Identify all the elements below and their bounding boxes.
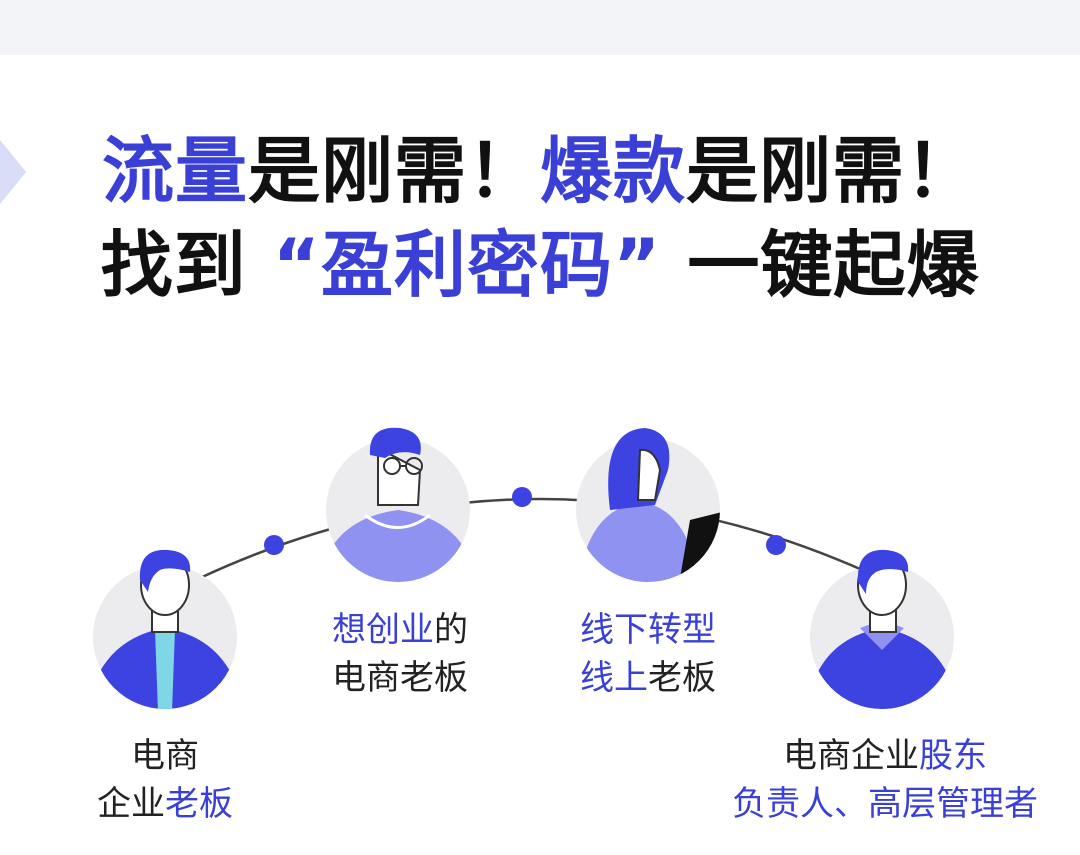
manager-avatar-icon: [810, 549, 954, 709]
caption-segment: 负责人、高层管理者: [732, 784, 1038, 824]
caption-line: 想创业的: [300, 606, 500, 654]
headline-segment: 是刚需！: [247, 129, 540, 213]
caption-segment: 股东: [919, 736, 987, 776]
arc-dot: [264, 535, 284, 555]
headline-segment: 一键起爆: [661, 223, 980, 307]
caption-line: 负责人、高层管理者: [715, 780, 1055, 828]
caption-segment: 老板: [165, 784, 233, 824]
arc-dot: [512, 487, 532, 507]
headline-segment: 找到: [100, 223, 273, 307]
caption-line: 电商老板: [300, 654, 500, 702]
headline-segment: “盈利密码”: [272, 223, 662, 307]
caption-line: 企业老板: [70, 780, 260, 828]
businessman-tie-avatar-icon: [93, 549, 237, 709]
caption-segment: 电商老板: [332, 658, 468, 698]
caption-line: 电商企业股东: [715, 732, 1055, 780]
man-glasses-avatar-icon: [326, 427, 470, 582]
caption-line: 线下转型: [548, 606, 748, 654]
caption-segment: 想创业: [332, 610, 434, 650]
persona-caption-2: 想创业的 电商老板: [300, 606, 500, 702]
top-band: [0, 0, 1080, 55]
caption-segment: 线下转型: [580, 610, 716, 650]
persona-caption-1: 电商 企业老板: [70, 732, 260, 828]
woman-laptop-avatar-icon: [576, 428, 720, 582]
arc-dot: [766, 535, 786, 555]
caption-segment: 老板: [648, 658, 716, 698]
caption-segment: 的: [434, 610, 468, 650]
caption-line: 电商: [70, 732, 260, 780]
caption-segment: 电商: [131, 736, 199, 776]
persona-caption-4: 电商企业股东 负责人、高层管理者: [715, 732, 1055, 828]
headline-line-1: 流量是刚需！爆款是刚需！: [0, 126, 1080, 216]
caption-segment: 电商企业: [783, 736, 919, 776]
headline-segment: 流量: [101, 129, 248, 213]
headline-segment: 爆款: [540, 129, 687, 213]
headline-segment: 是刚需！: [686, 129, 979, 213]
caption-segment: 企业: [97, 784, 165, 824]
persona-caption-3: 线下转型 线上老板: [548, 606, 748, 702]
caption-line: 线上老板: [548, 654, 748, 702]
left-arrow-icon: [0, 140, 26, 204]
caption-segment: 线上: [580, 658, 648, 698]
headline-line-2: 找到 “盈利密码” 一键起爆: [0, 220, 1080, 310]
